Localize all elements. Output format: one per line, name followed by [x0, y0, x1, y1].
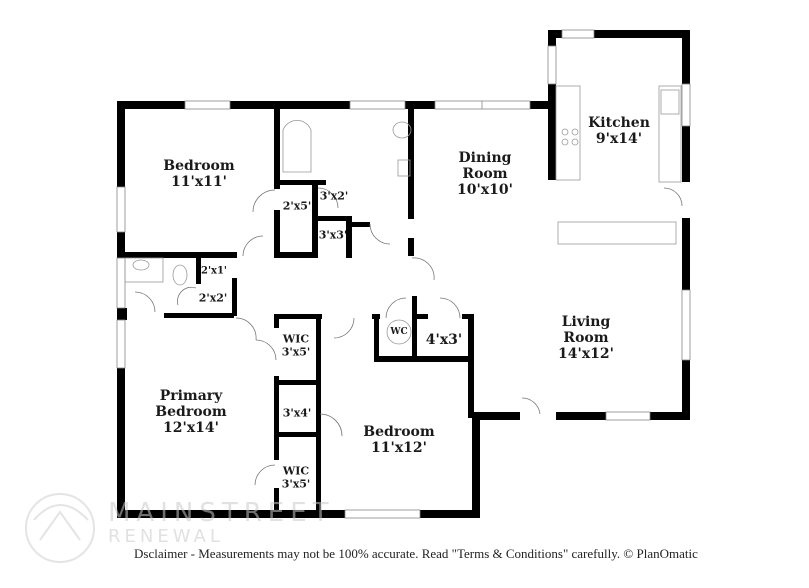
walls	[117, 30, 690, 518]
closet-3x3: 3'x3'	[318, 228, 348, 243]
room-wc: WC	[390, 327, 407, 337]
room-dimensions: 14'x12'	[558, 346, 614, 363]
room-name: Living	[561, 313, 611, 330]
room-name: Primary	[159, 387, 223, 404]
wic-top: WIC 3'x5'	[282, 333, 311, 358]
room-name: Bedroom	[155, 403, 227, 420]
room-name: WC	[390, 326, 408, 337]
closet-3x4: 3'x4'	[282, 406, 312, 421]
room-dimensions: 9'x14'	[595, 131, 643, 147]
room-primary-bedroom: Primary Bedroom 12'x14'	[155, 388, 226, 436]
room-name: WIC	[282, 464, 310, 478]
closet-3x2: 3'x2'	[319, 189, 349, 204]
counter-island	[557, 221, 677, 245]
room-dimensions: 3'x2'	[319, 189, 349, 203]
room-dimensions: 10'x10'	[457, 182, 513, 199]
toilet-icon-2	[172, 264, 188, 286]
room-name: Kitchen	[588, 114, 650, 131]
windows	[116, 29, 691, 519]
closet-4x3: 4'x3'	[426, 332, 462, 348]
room-dimensions: 3'x3'	[318, 228, 348, 242]
closet-2x2: 2'x2'	[198, 291, 228, 306]
room-dimensions: 3'x4'	[282, 406, 312, 420]
stove-burner-icon	[561, 128, 569, 136]
room-dimensions: 2'x1'	[200, 265, 228, 277]
room-dimensions: 11'x11'	[171, 174, 227, 190]
room-name: Dining	[458, 149, 512, 166]
water-closet-icon	[386, 319, 412, 345]
wic-bottom: WIC 3'x5'	[282, 465, 311, 490]
closet-2x1: 2'x1'	[201, 265, 227, 277]
room-kitchen: Kitchen 9'x14'	[588, 115, 650, 147]
room-bedroom-bottom: Bedroom 11'x12'	[363, 424, 434, 456]
room-dimensions: 3'x5'	[281, 345, 311, 358]
room-name: Room	[563, 329, 609, 346]
room-dining: Dining Room 10'x10'	[457, 150, 513, 198]
kitchen-sink-icon	[658, 85, 682, 183]
watermark-line2: RENEWAL	[108, 526, 224, 547]
room-dimensions: 12'x14'	[163, 420, 219, 437]
room-name: Bedroom	[363, 423, 435, 440]
room-dimensions: 11'x12'	[371, 440, 427, 456]
room-dimensions: 3'x5'	[281, 477, 311, 490]
room-name: Room	[462, 165, 508, 182]
watermark: MAINSTREET RENEWAL	[108, 500, 335, 546]
room-name: WIC	[282, 332, 310, 346]
doors	[134, 187, 683, 486]
room-dimensions: 2'x2'	[198, 291, 228, 305]
watermark-line1: MAINSTREET	[108, 498, 335, 528]
disclaimer-text: Dsclaimer - Measurements may not be 100%…	[134, 546, 698, 561]
sink-icon	[132, 259, 150, 271]
room-living: Living Room 14'x12'	[558, 314, 614, 362]
room-dimensions: 2'x5'	[282, 199, 312, 213]
watermark-logo-icon	[25, 493, 95, 563]
bathtub-icon	[282, 119, 312, 173]
room-name: Bedroom	[163, 157, 235, 174]
closet-2x5: 2'x5'	[282, 199, 312, 214]
room-dimensions: 4'x3'	[425, 331, 463, 348]
toilet-icon	[392, 121, 412, 139]
room-bedroom-top: Bedroom 11'x11'	[163, 158, 234, 190]
fixtures	[124, 85, 682, 345]
